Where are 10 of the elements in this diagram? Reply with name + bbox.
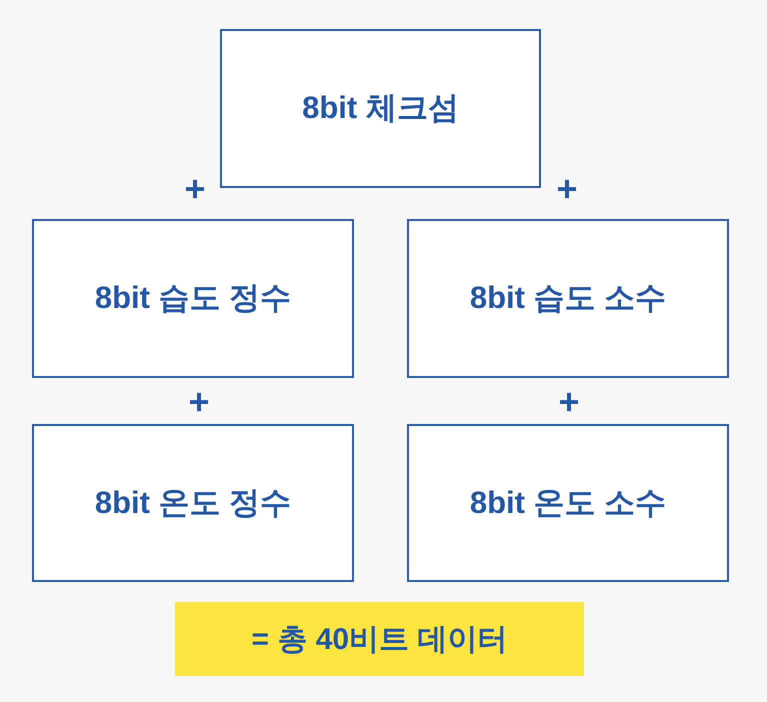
- process-box: 8bit 습도 정수: [32, 219, 354, 378]
- plus-sign: +: [184, 171, 206, 207]
- result-banner: = 총 40비트 데이터: [175, 602, 584, 676]
- plus-sign: +: [188, 384, 210, 420]
- process-box: 8bit 체크섬: [220, 29, 541, 188]
- process-box: 8bit 온도 정수: [32, 424, 354, 582]
- plus-sign: +: [558, 384, 580, 420]
- process-box: 8bit 습도 소수: [407, 219, 729, 378]
- process-box: 8bit 온도 소수: [407, 424, 729, 582]
- plus-sign: +: [556, 171, 578, 207]
